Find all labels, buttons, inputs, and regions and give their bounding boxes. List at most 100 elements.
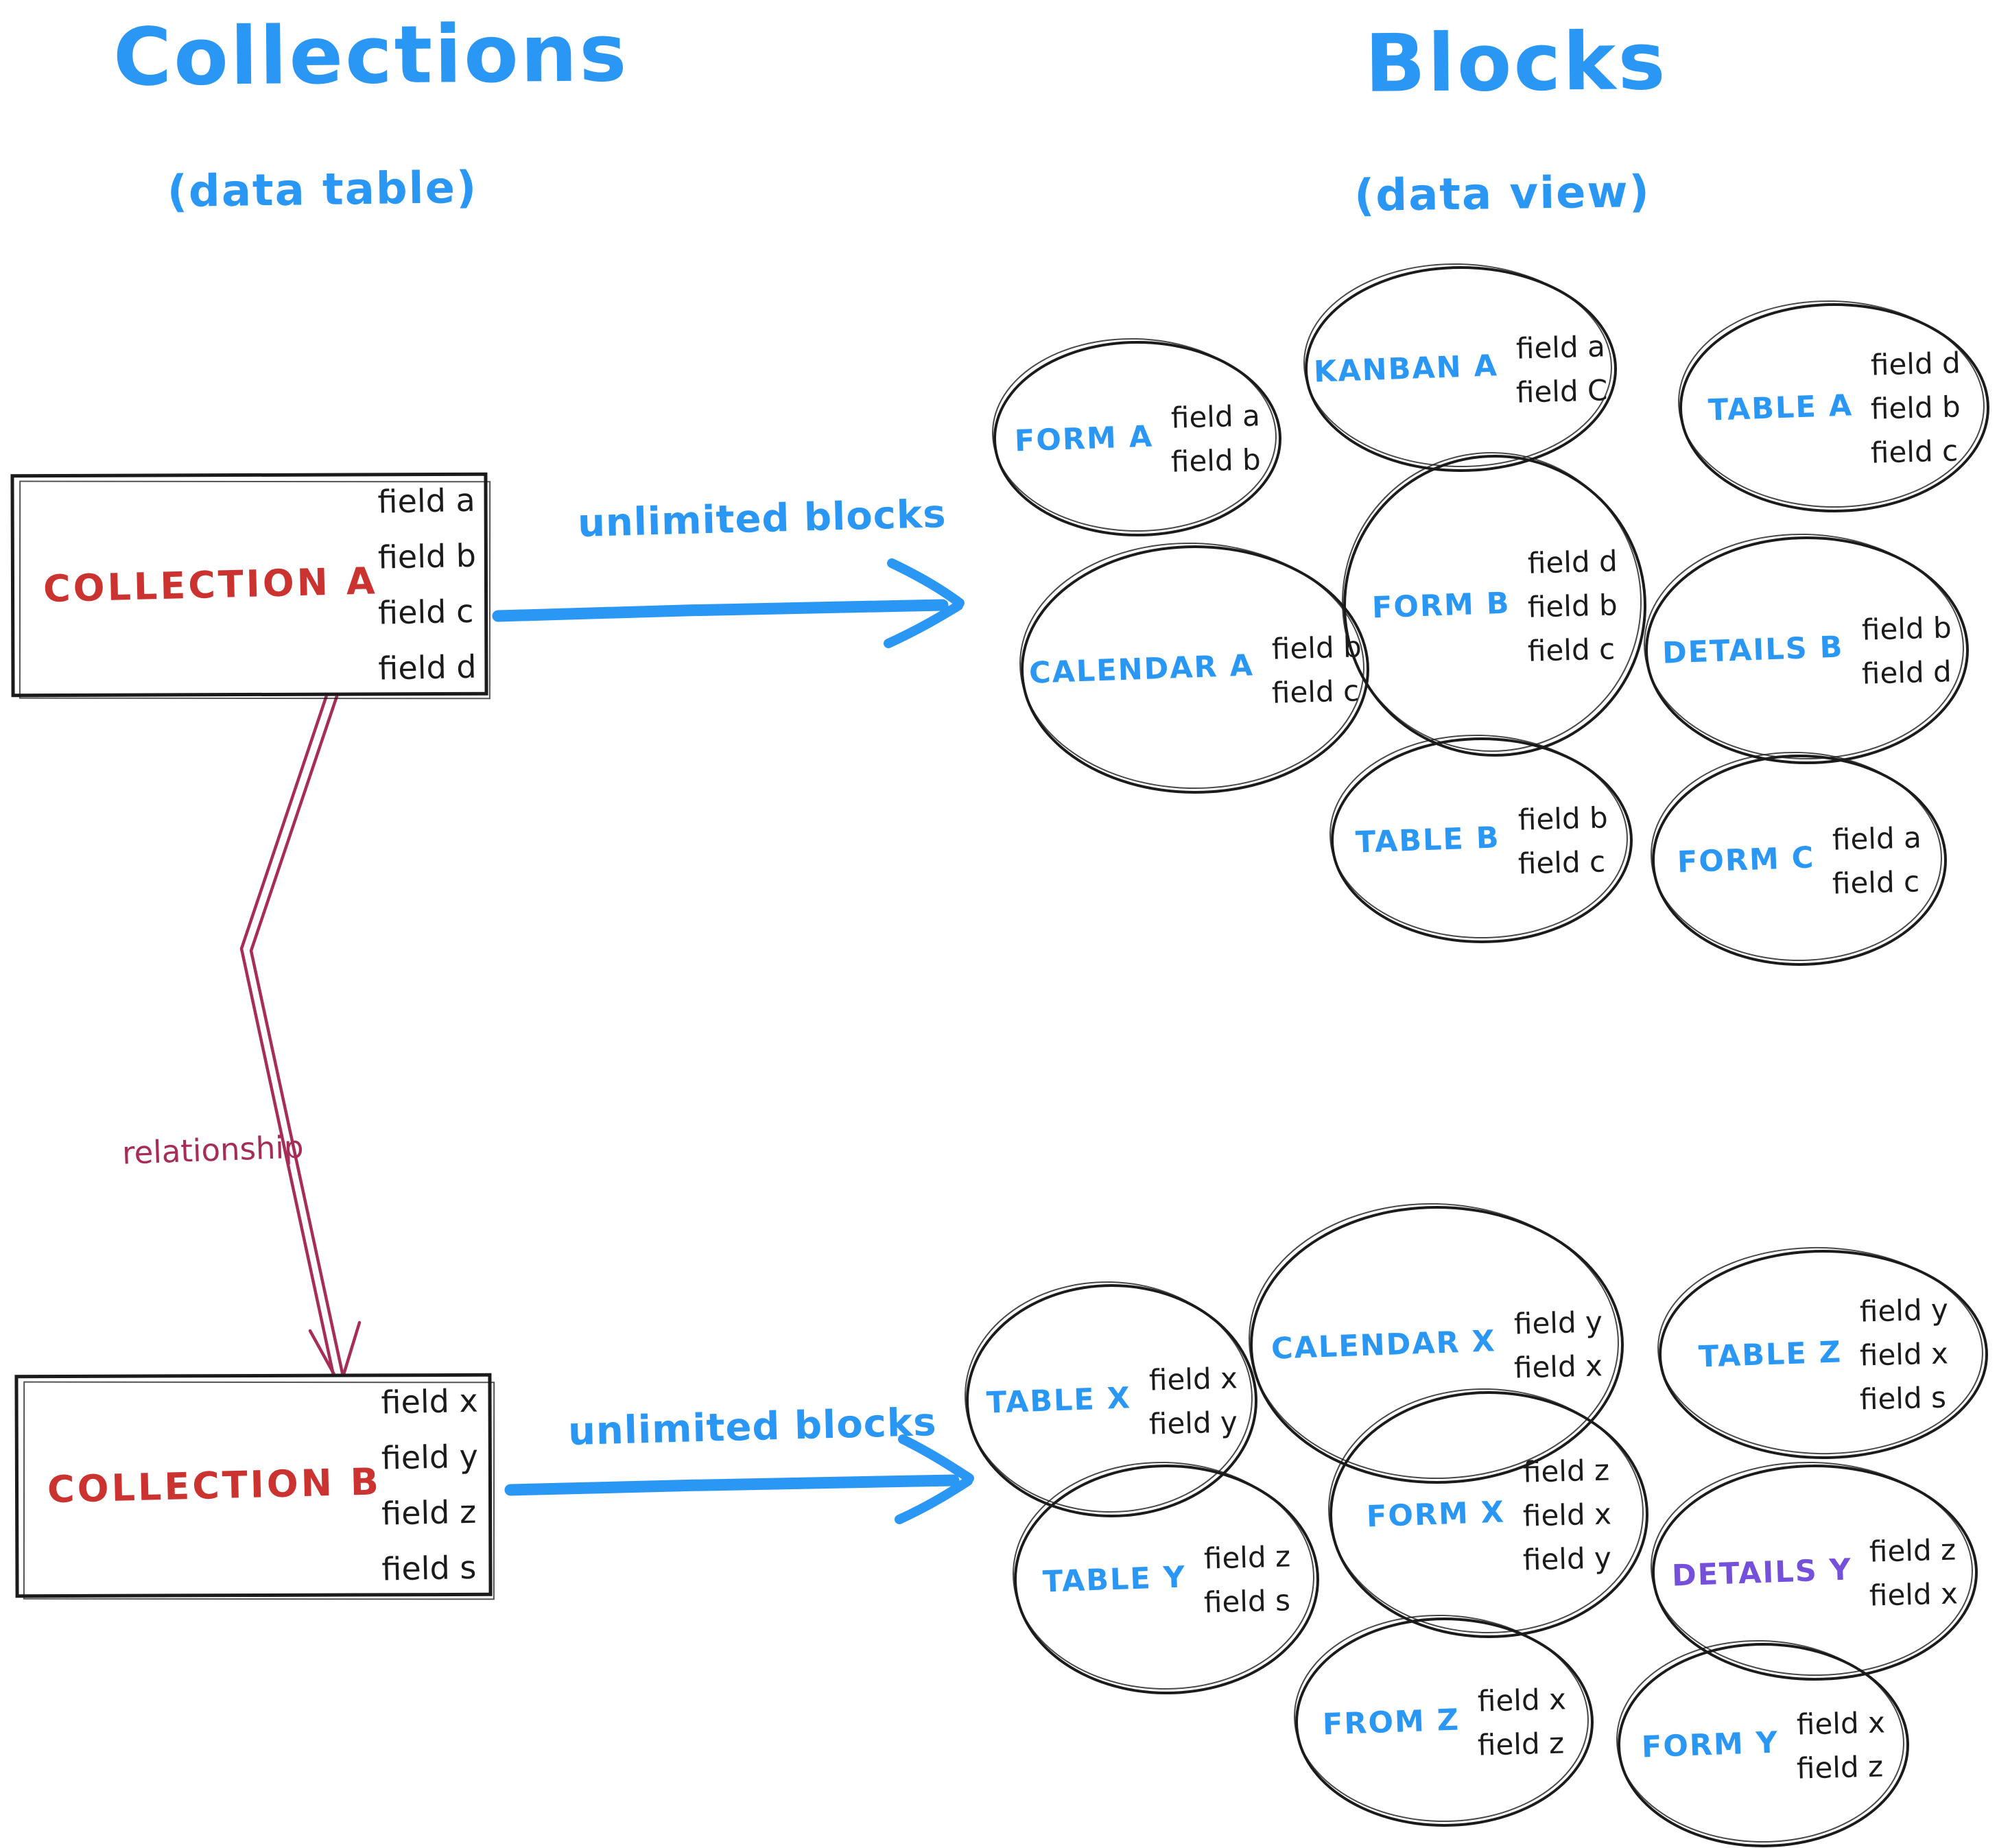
block-label: TABLE B xyxy=(1355,820,1501,860)
block-field: field x xyxy=(1477,1682,1567,1718)
collection-a-fields: field a field b field c field d xyxy=(377,482,480,687)
block-fields: field a field b xyxy=(1170,399,1261,479)
block-fields: field a field c xyxy=(1832,820,1922,901)
block-field: field z xyxy=(1477,1726,1565,1762)
block-fields: field y field x field s xyxy=(1859,1292,1949,1417)
block-from-z: FROM Z field x field z xyxy=(1295,1618,1594,1827)
block-fields: field x field z xyxy=(1477,1682,1567,1762)
block-label: FROM Z xyxy=(1322,1703,1461,1742)
block-details-y: DETAILS Y field z field x xyxy=(1652,1465,1978,1681)
block-label: FORM Y xyxy=(1641,1725,1780,1765)
block-field: field c xyxy=(1870,434,1959,470)
block-fields: field z field s xyxy=(1203,1539,1291,1620)
collection-field: field b xyxy=(377,536,476,576)
block-field: field b xyxy=(1870,390,1961,426)
block-label: DETAILS B xyxy=(1662,630,1845,671)
block-fields: field b field d xyxy=(1861,610,1952,691)
relationship-arrow xyxy=(239,689,362,1397)
block-kanban-a: KANBAN A field a field C xyxy=(1305,266,1617,472)
block-fields: field d field b field c xyxy=(1870,346,1961,470)
block-field: field c xyxy=(1271,673,1360,710)
block-label: DETAILS Y xyxy=(1670,1552,1853,1594)
block-field: field b xyxy=(1517,800,1609,837)
collection-field: field s xyxy=(381,1548,477,1588)
block-table-b: TABLE B field b field c xyxy=(1331,737,1633,943)
block-table-y: TABLE Y field z field s xyxy=(1014,1465,1319,1694)
block-fields: field x field y xyxy=(1148,1360,1238,1441)
block-form-x: FORM X field z field x field y xyxy=(1329,1391,1648,1638)
block-field: field c xyxy=(1517,844,1606,881)
block-field: field x xyxy=(1869,1576,1959,1613)
block-field: field x xyxy=(1522,1496,1612,1533)
block-field: field d xyxy=(1870,346,1961,382)
collections-subtitle: (data table) xyxy=(167,162,478,218)
collection-b-name: COLLECTION B xyxy=(47,1460,382,1512)
block-fields: field b field c xyxy=(1517,800,1609,881)
block-table-a: TABLE A field d field b field c xyxy=(1679,303,1989,512)
block-form-a: FORM A field a field b xyxy=(993,341,1281,536)
block-field: field z xyxy=(1869,1532,1957,1569)
block-field: field y xyxy=(1522,1540,1612,1577)
block-field: field d xyxy=(1861,654,1952,691)
collection-field: field x xyxy=(380,1382,479,1421)
collection-field: field c xyxy=(377,592,474,632)
block-label: KANBAN A xyxy=(1313,348,1500,390)
block-label: CALENDAR A xyxy=(1028,648,1255,691)
block-form-b: FORM B field d field b field c xyxy=(1343,455,1646,757)
block-form-c: FORM C field a field c xyxy=(1652,755,1947,966)
block-fields: field x field z xyxy=(1796,1705,1885,1786)
block-field: field z xyxy=(1203,1539,1291,1576)
block-form-y: FORM Y field x field z xyxy=(1618,1643,1909,1847)
block-label: TABLE Z xyxy=(1698,1334,1843,1375)
block-label: TABLE Y xyxy=(1042,1559,1187,1600)
block-field: field z xyxy=(1522,1452,1610,1489)
collection-field: field z xyxy=(381,1493,477,1532)
block-field: field b xyxy=(1861,610,1952,647)
block-field: field d xyxy=(1527,543,1618,580)
block-calendar-a: CALENDAR A field b field c xyxy=(1021,545,1369,794)
block-field: field C xyxy=(1515,372,1609,410)
block-label: TABLE X xyxy=(985,1381,1132,1421)
collection-field: field a xyxy=(377,481,475,521)
relationship-label: relationship xyxy=(121,1128,305,1172)
block-field: field a xyxy=(1832,820,1922,857)
block-field: field y xyxy=(1859,1292,1949,1329)
collection-a-box: COLLECTION A field a field b field c fie… xyxy=(10,472,488,698)
block-table-z: TABLE Z field y field x field s xyxy=(1659,1250,1988,1459)
block-fields: field z field x field y xyxy=(1522,1452,1612,1577)
block-field: field c xyxy=(1832,864,1921,901)
block-label: FORM A xyxy=(1013,418,1154,459)
block-label: CALENDAR X xyxy=(1270,1323,1497,1366)
block-field: field s xyxy=(1859,1380,1947,1417)
block-field: field x xyxy=(1513,1349,1603,1385)
collection-field: field y xyxy=(381,1437,479,1477)
block-field: field z xyxy=(1796,1749,1884,1786)
collection-field: field d xyxy=(377,648,477,687)
blocks-title: Blocks xyxy=(1364,15,1668,110)
block-field: field x xyxy=(1148,1360,1238,1397)
unlimited-blocks-arrow-top xyxy=(492,558,965,648)
block-details-b: DETAILS B field b field d xyxy=(1645,536,1969,764)
block-field: field a xyxy=(1170,399,1261,435)
blocks-subtitle: (data view) xyxy=(1353,166,1651,222)
block-fields: field y field x xyxy=(1513,1305,1603,1385)
block-fields: field a field C xyxy=(1515,329,1609,410)
block-fields: field d field b field c xyxy=(1527,543,1618,668)
block-label: FORM X xyxy=(1366,1495,1506,1535)
block-field: field y xyxy=(1148,1404,1238,1441)
block-field: field s xyxy=(1203,1583,1291,1620)
block-field: field y xyxy=(1513,1305,1603,1341)
unlimited-blocks-arrow-bottom xyxy=(504,1434,974,1524)
collection-b-box: COLLECTION B field x field y field z fie… xyxy=(14,1373,493,1598)
block-label: FORM C xyxy=(1677,840,1816,880)
block-field: field x xyxy=(1859,1336,1949,1373)
collection-a-name: COLLECTION A xyxy=(43,559,379,611)
collections-title: Collections xyxy=(113,7,629,104)
block-field: field c xyxy=(1527,631,1616,668)
block-label: FORM B xyxy=(1371,586,1511,626)
block-field: field b xyxy=(1170,442,1261,479)
block-field: field a xyxy=(1515,329,1606,366)
block-fields: field z field x xyxy=(1869,1532,1959,1613)
